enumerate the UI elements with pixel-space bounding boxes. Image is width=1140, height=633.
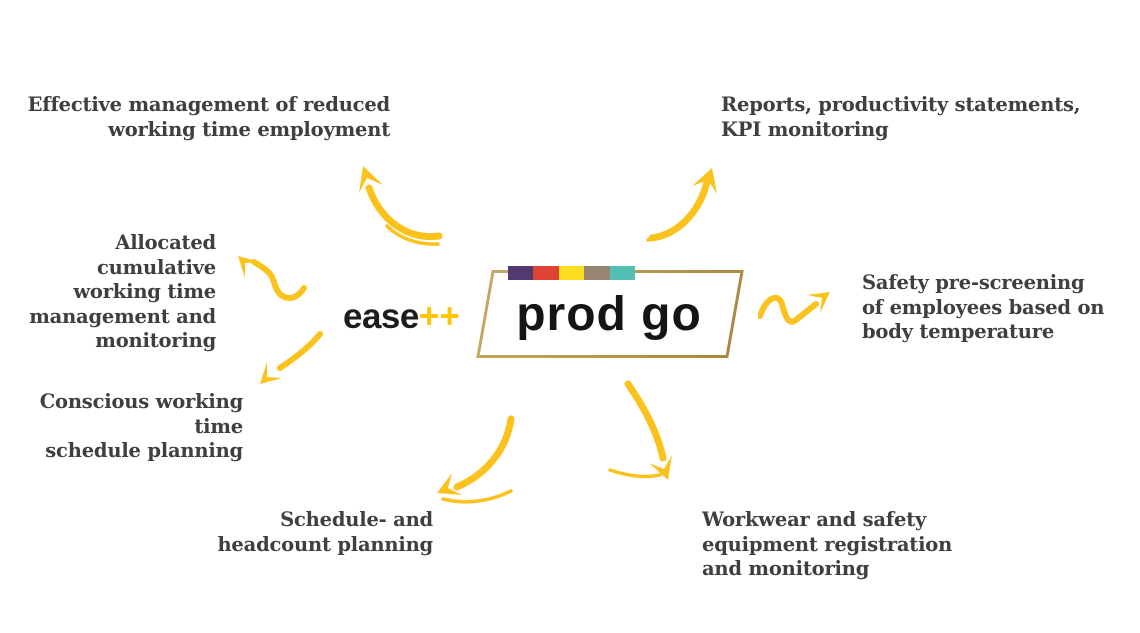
ease-logo: ease++: [343, 299, 460, 334]
color-bar-segment: [533, 266, 559, 280]
feature-reduced-working-time: Effective management of reduced working …: [27, 93, 391, 141]
feature-allocated-cumulative: Allocated cumulative working time manage…: [29, 231, 216, 352]
arrow-to-top-left-icon: [359, 166, 443, 246]
feature-schedule-headcount: Schedule- and headcount planning: [217, 508, 433, 556]
arrow-to-bottom-right-icon: [608, 380, 672, 480]
prod-go-logo-text: prod go: [516, 287, 702, 341]
brand-color-bars: [508, 266, 635, 280]
arrow-to-top-right-icon: [646, 168, 717, 242]
color-bar-segment: [584, 266, 610, 280]
feature-safety-prescreening: Safety pre-screening of employees based …: [862, 271, 1105, 343]
ease-logo-plus-plus: ++: [418, 297, 460, 336]
feature-workwear-safety: Workwear and safety equipment registrati…: [702, 508, 953, 580]
arrow-to-right-icon: [758, 292, 830, 325]
arrow-to-bottom-left-icon: [437, 415, 515, 504]
feature-reports-kpi: Reports, productivity statements, KPI mo…: [721, 93, 1081, 141]
feature-conscious-scheduling: Conscious working time schedule planning: [39, 390, 244, 462]
color-bar-segment: [558, 266, 585, 280]
arrow-to-left-icon: [238, 256, 307, 301]
arrow-to-lower-left-icon: [260, 331, 323, 384]
color-bar-segment: [508, 266, 534, 280]
ease-logo-text: ease: [343, 297, 419, 336]
color-bar-segment: [609, 266, 635, 280]
